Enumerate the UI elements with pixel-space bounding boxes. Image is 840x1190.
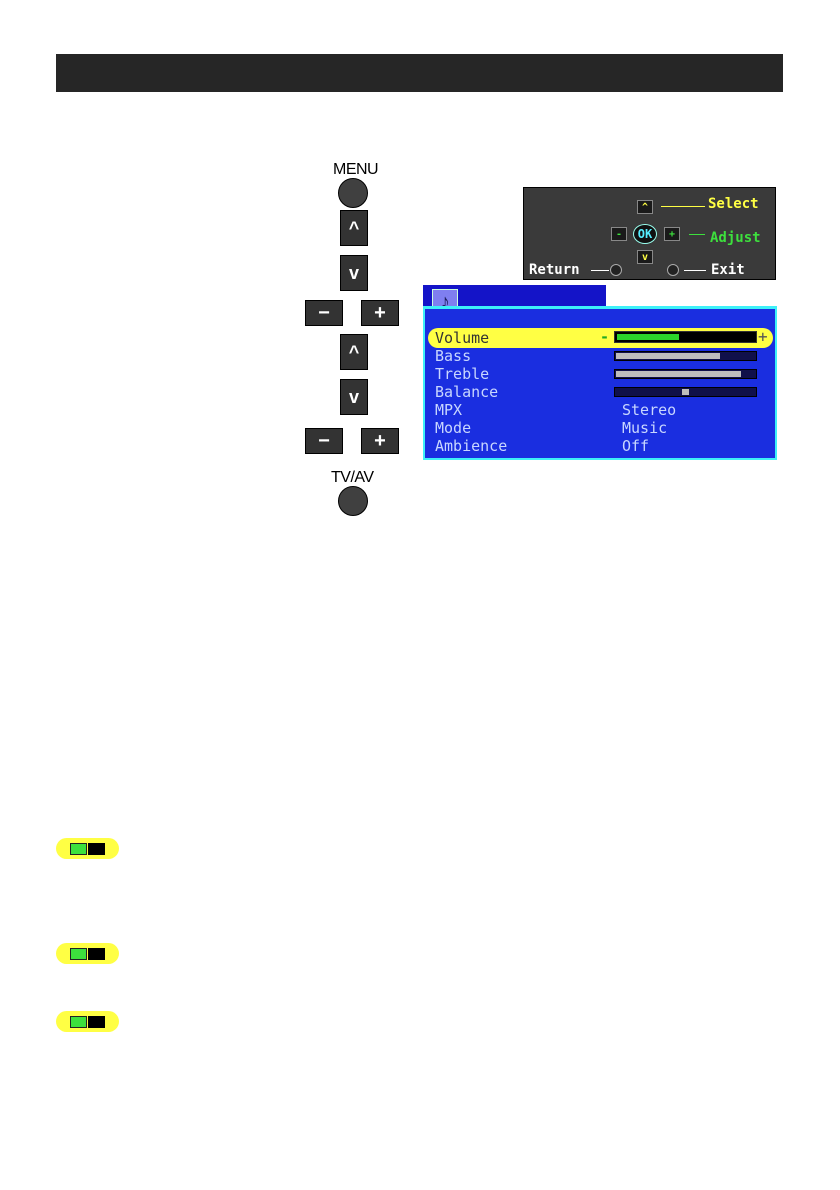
legend-black-swatch <box>88 948 105 960</box>
return-button-icon <box>610 264 622 276</box>
ok-icon: OK <box>633 224 657 244</box>
volume-bar-legend-icon-2 <box>56 943 119 964</box>
minus-button-2[interactable]: − <box>305 428 343 454</box>
down-arrow-icon: v <box>637 250 653 264</box>
select-leader-line <box>661 206 705 207</box>
menu-item-mode[interactable]: Mode <box>435 419 472 437</box>
select-label: Select <box>708 196 759 212</box>
navigation-help-panel: ^ Select - OK + Adjust v Return Exit <box>523 187 776 280</box>
up-button[interactable]: ^ <box>340 210 368 246</box>
treble-slider[interactable] <box>614 369 757 379</box>
menu-item-ambience[interactable]: Ambience <box>435 437 508 455</box>
plus-button[interactable]: + <box>361 300 399 326</box>
tvav-button[interactable] <box>338 486 368 516</box>
menu-item-balance[interactable]: Balance <box>435 383 499 401</box>
volume-bar-legend-icon <box>56 838 119 859</box>
legend-green-swatch <box>70 948 87 960</box>
exit-button-icon <box>667 264 679 276</box>
adjust-leader-line <box>689 234 705 235</box>
volume-slider[interactable] <box>614 331 757 343</box>
volume-plus-sign: + <box>758 327 768 346</box>
exit-label: Exit <box>711 262 745 278</box>
legend-green-swatch <box>70 1016 87 1028</box>
volume-slider-fill <box>617 334 679 340</box>
volume-minus-sign: - <box>600 328 610 346</box>
tvav-button-label: TV/AV <box>331 469 374 486</box>
return-leader-line <box>591 270 609 271</box>
menu-item-treble[interactable]: Treble <box>435 365 490 383</box>
legend-black-swatch <box>88 843 105 855</box>
exit-leader-line <box>684 270 706 271</box>
menu-button-label: MENU <box>333 161 379 178</box>
down-button[interactable]: v <box>340 255 368 291</box>
plus-icon: + <box>664 227 680 241</box>
up-button-2[interactable]: ^ <box>340 334 368 370</box>
legend-green-swatch <box>70 843 87 855</box>
minus-icon: - <box>611 227 627 241</box>
plus-button-2[interactable]: + <box>361 428 399 454</box>
return-label: Return <box>529 262 580 278</box>
bass-slider[interactable] <box>614 351 757 361</box>
minus-button[interactable]: − <box>305 300 343 326</box>
ambience-value: Off <box>622 437 650 455</box>
treble-slider-fill <box>616 371 741 377</box>
menu-item-volume[interactable]: Volume <box>435 329 490 347</box>
mode-value: Music <box>622 419 668 437</box>
sound-menu: Volume - + Bass Treble Balance MPX Stere… <box>423 306 777 460</box>
adjust-label: Adjust <box>710 230 761 246</box>
menu-item-mpx[interactable]: MPX <box>435 401 463 419</box>
mpx-value: Stereo <box>622 401 677 419</box>
legend-black-swatch <box>88 1016 105 1028</box>
bass-slider-fill <box>616 353 720 359</box>
menu-button[interactable] <box>338 178 368 208</box>
down-button-2[interactable]: v <box>340 379 368 415</box>
header-bar <box>56 54 783 92</box>
up-arrow-icon: ^ <box>637 200 653 214</box>
volume-bar-legend-icon-3 <box>56 1011 119 1032</box>
menu-item-bass[interactable]: Bass <box>435 347 472 365</box>
balance-slider-knob <box>682 389 689 395</box>
balance-slider[interactable] <box>614 387 757 397</box>
